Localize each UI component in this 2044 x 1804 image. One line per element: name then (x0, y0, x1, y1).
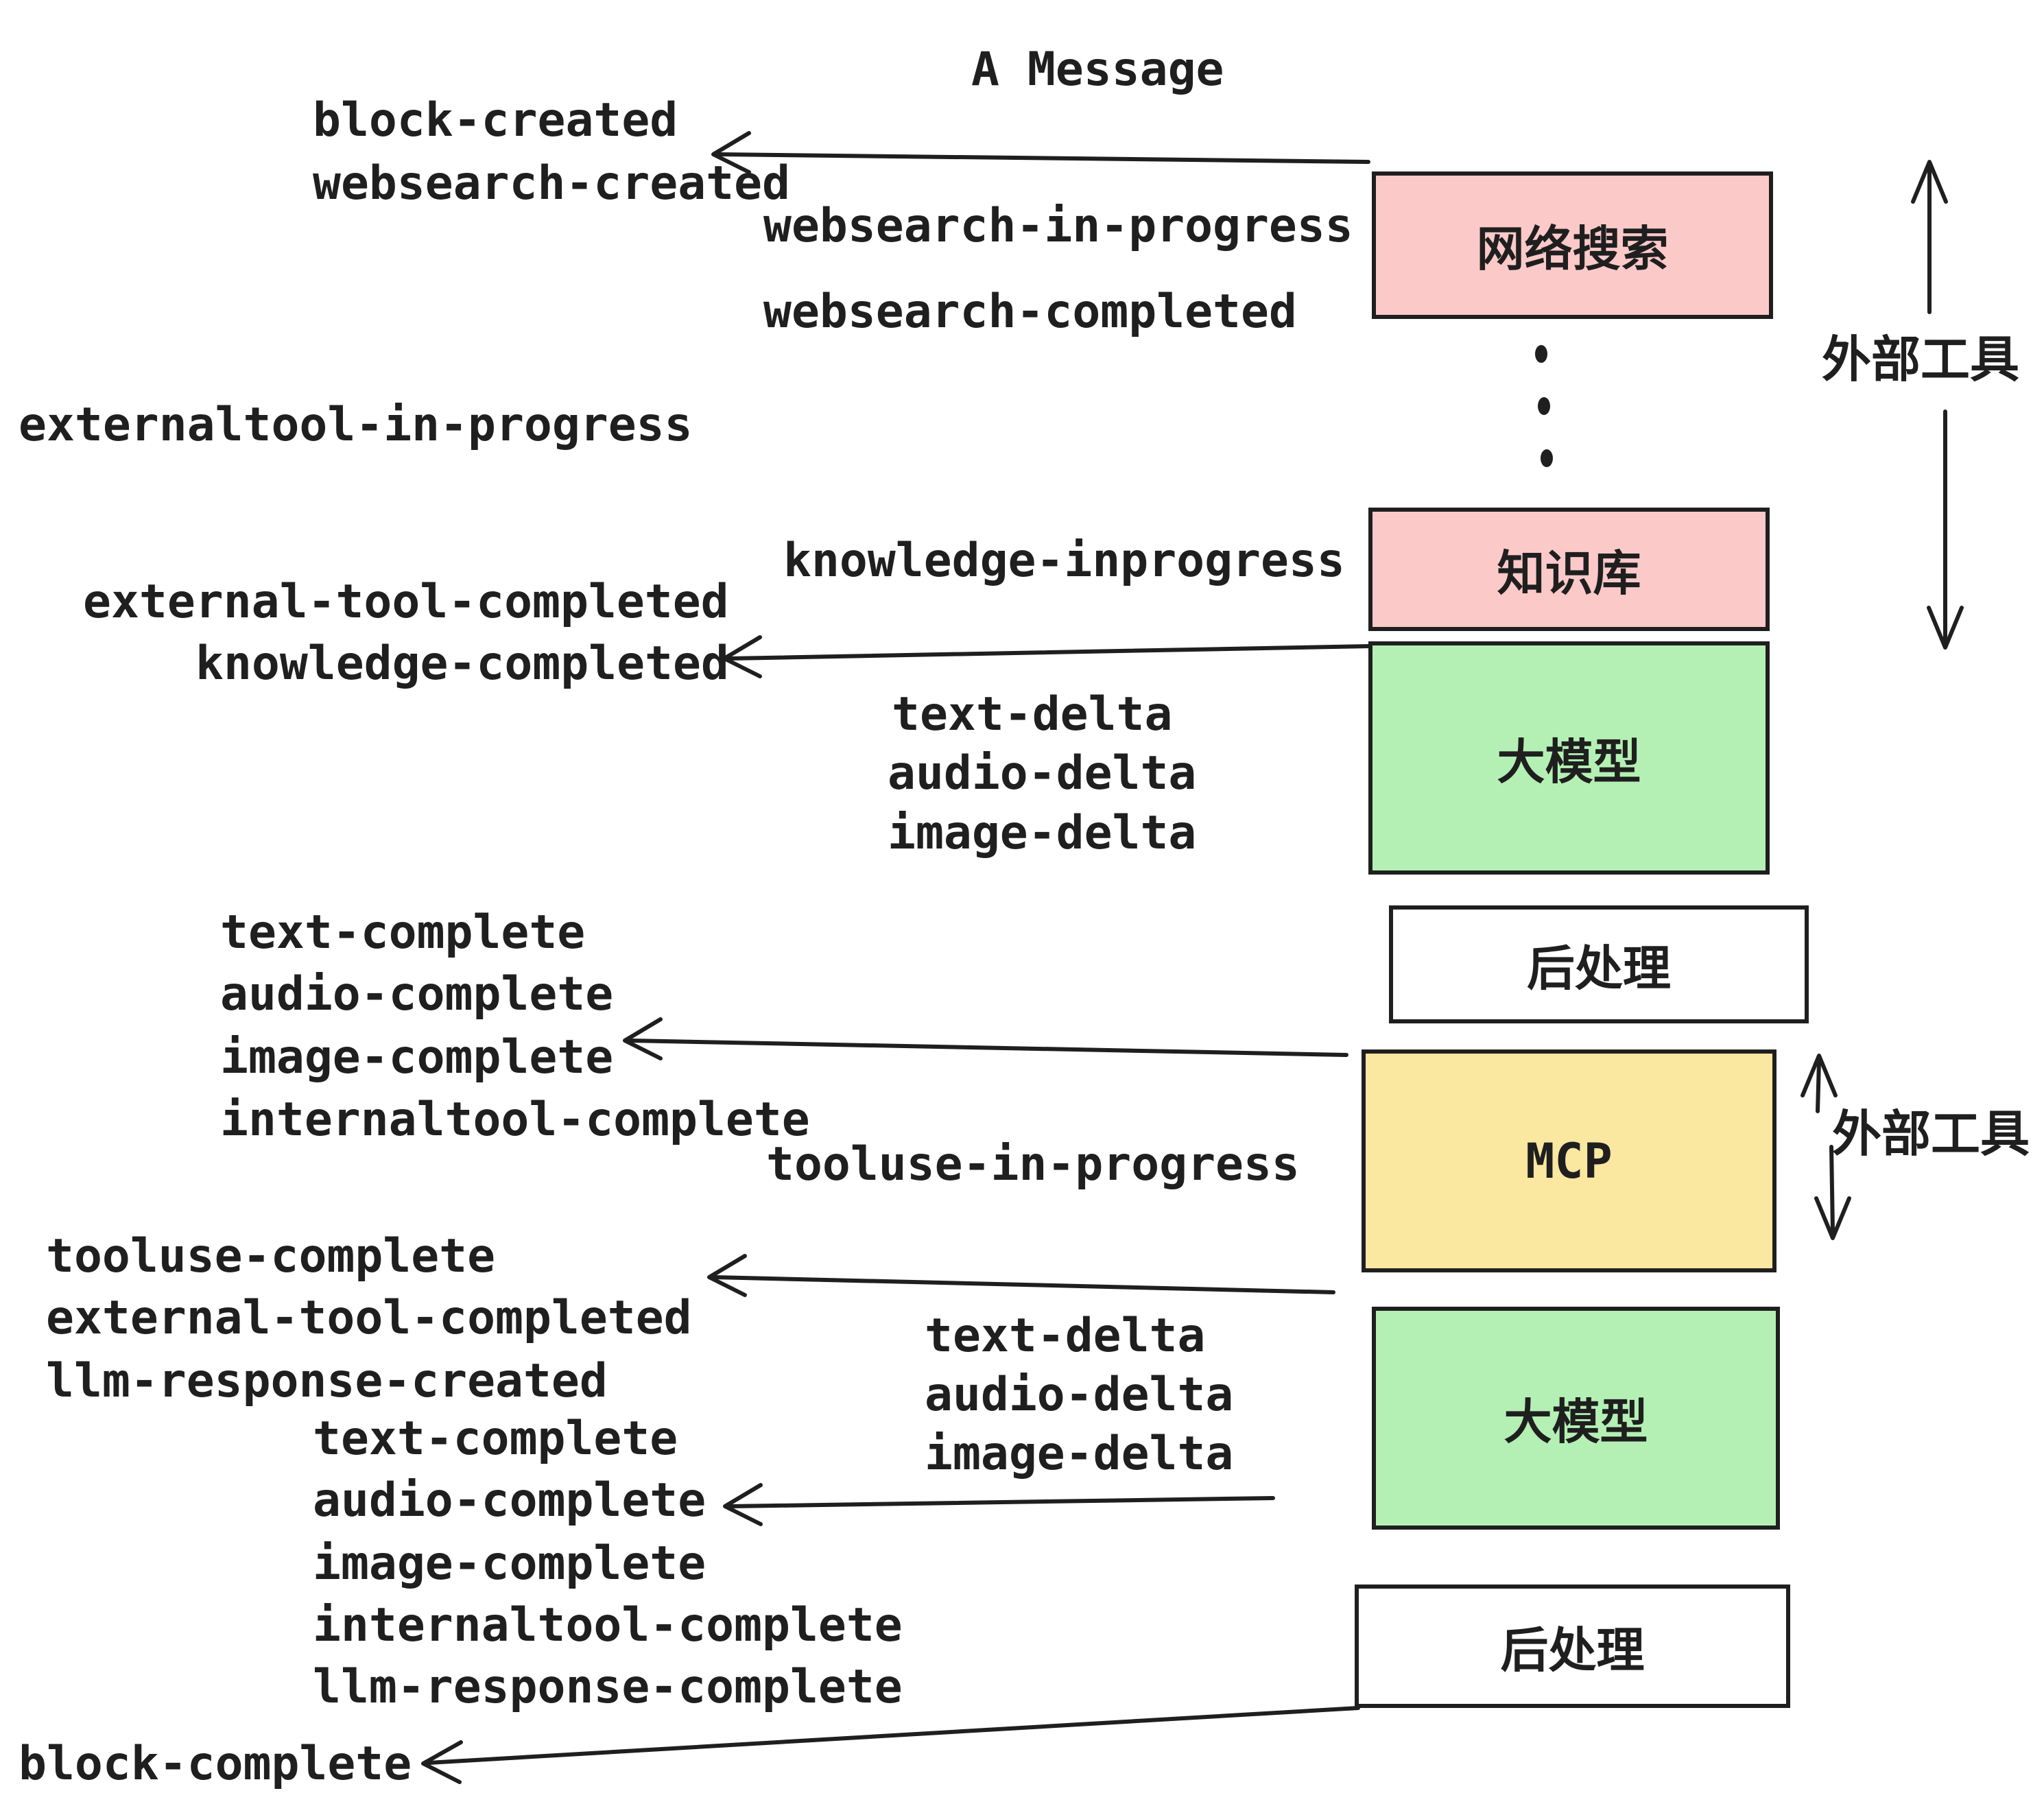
arrow-audio-complete (723, 1483, 1275, 1526)
box-llm-bottom: 大模型 (1372, 1307, 1780, 1530)
event-label-text-delta-1: text-delta (892, 687, 1173, 741)
box-websearch-label: 网络搜索 (1476, 221, 1669, 277)
event-label-llm-response-created: llm-response-created (46, 1354, 608, 1408)
event-label-websearch-created: websearch-created (313, 156, 790, 211)
event-label-knowledge-completed: knowledge-completed (195, 637, 729, 691)
box-llm-top: 大模型 (1368, 641, 1770, 875)
event-label-text-complete-1: text-complete (220, 905, 586, 960)
box-postprocess-bottom: 后处理 (1355, 1585, 1790, 1708)
arrow-block-created (711, 131, 1370, 174)
event-label-image-delta-1: image-delta (888, 806, 1197, 860)
ellipsis-dots-icon (1535, 345, 1553, 467)
event-label-internaltool-complete-1: internaltool-complete (220, 1093, 810, 1147)
box-knowledge: 知识库 (1368, 508, 1770, 631)
event-label-image-delta-2: image-delta (925, 1427, 1234, 1481)
event-label-tooluse-in-progress: tooluse-in-progress (766, 1137, 1300, 1191)
event-label-external-tool-completed-2: external-tool-completed (46, 1291, 692, 1345)
box-postprocess-bottom-label: 后处理 (1500, 1622, 1645, 1678)
box-knowledge-label: 知识库 (1497, 545, 1641, 602)
arrow-external-tools-top-up (1911, 160, 1948, 314)
event-label-audio-delta-2: audio-delta (925, 1368, 1234, 1422)
box-llm-bottom-label: 大模型 (1504, 1394, 1648, 1450)
event-label-audio-delta-1: audio-delta (888, 746, 1197, 800)
event-label-image-complete-1: image-complete (220, 1030, 614, 1084)
side-label-external-tools-mcp: 外部工具 (1832, 1107, 2030, 1162)
event-label-audio-complete-1: audio-complete (220, 967, 614, 1021)
arrow-external-tool-completed (707, 1254, 1335, 1297)
box-llm-top-label: 大模型 (1497, 733, 1641, 790)
event-label-text-delta-2: text-delta (925, 1309, 1206, 1363)
event-label-audio-complete-2: audio-complete (313, 1473, 706, 1528)
box-mcp-label: MCP (1525, 1132, 1613, 1189)
box-postprocess-top: 后处理 (1389, 905, 1809, 1023)
side-label-external-tools-top: 外部工具 (1822, 333, 2020, 388)
event-label-text-complete-2: text-complete (313, 1412, 678, 1466)
event-label-internaltool-complete-2: internaltool-complete (313, 1598, 903, 1652)
arrow-knowledge-completed (722, 635, 1372, 678)
arrow-block-complete (421, 1706, 1360, 1784)
arrow-external-tools-mcp-up (1801, 1054, 1838, 1113)
event-label-image-complete-2: image-complete (313, 1536, 706, 1591)
event-label-block-created: block-created (313, 93, 678, 147)
event-label-tooluse-complete: tooluse-complete (46, 1229, 496, 1283)
arrow-image-complete (623, 1017, 1348, 1060)
event-label-websearch-in-progress: websearch-in-progress (763, 199, 1353, 253)
event-label-external-tool-completed-1: external-tool-completed (83, 575, 729, 629)
event-label-block-complete: block-complete (19, 1737, 412, 1791)
event-label-knowledge-inprogress: knowledge-inprogress (783, 534, 1345, 588)
box-mcp: MCP (1362, 1049, 1776, 1272)
event-label-externaltool-in-progress: externaltool-in-progress (19, 398, 693, 452)
box-postprocess-top-label: 后处理 (1527, 940, 1671, 997)
arrow-external-tools-top-down (1927, 410, 1964, 650)
event-label-llm-response-complete: llm-response-complete (313, 1660, 903, 1714)
box-websearch: 网络搜索 (1372, 171, 1773, 319)
event-label-websearch-completed: websearch-completed (763, 285, 1297, 339)
page-title: A Message (971, 43, 1224, 97)
